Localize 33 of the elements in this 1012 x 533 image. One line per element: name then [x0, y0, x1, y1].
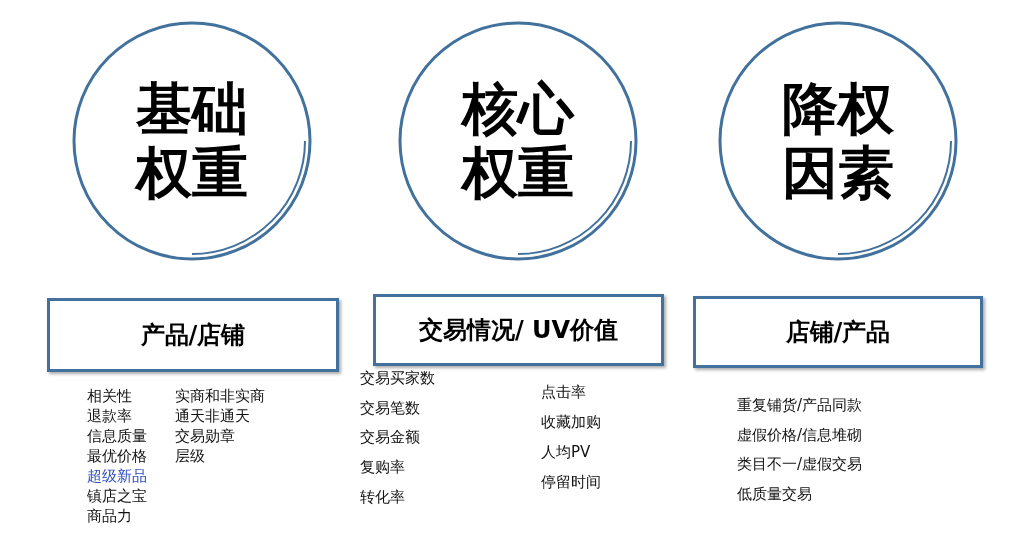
list-item: 停留时间 [541, 473, 601, 491]
heading-box [47, 298, 339, 372]
list-item: 通天非通天 [175, 407, 250, 425]
list-item: 类目不一/虚假交易 [737, 455, 863, 474]
heading-box [693, 296, 983, 368]
box-heading: 交易情况/ UV价值 [418, 315, 619, 346]
circle-title: 核心权重 [459, 76, 576, 206]
box-heading: 产品/店铺 [140, 320, 246, 351]
list-item: 交易笔数 [360, 398, 420, 417]
list-item: 信息质量 [87, 427, 147, 445]
list-item: 收藏加购 [541, 413, 601, 431]
list-item: 虚假价格/信息堆砌 [737, 425, 863, 444]
list-item: 重复铺货/产品同款 [737, 396, 863, 414]
list-item: 复购率 [360, 458, 405, 477]
list-item: 最优价格 [87, 447, 147, 465]
list-item: 低质量交易 [737, 485, 812, 504]
list-item: 人均PV [541, 443, 591, 461]
box-heading: 店铺/产品 [785, 317, 891, 348]
list-item: 转化率 [360, 487, 405, 506]
heading-box [373, 294, 664, 366]
list-item: 层级 [175, 447, 205, 465]
list-item: 超级新品 [87, 467, 147, 485]
list-item: 交易买家数 [360, 369, 435, 387]
list-item: 点击率 [541, 383, 586, 401]
circle-title: 降权因素 [781, 76, 895, 206]
list-item: 镇店之宝 [87, 487, 147, 505]
list-item: 退款率 [87, 407, 132, 425]
list-item: 实商和非实商 [175, 387, 265, 405]
circle-title: 基础权重 [133, 76, 249, 206]
list-item: 交易勋章 [175, 427, 235, 445]
list-item: 交易金额 [360, 428, 420, 447]
list-item: 相关性 [87, 387, 132, 405]
list-item: 商品力 [87, 507, 132, 525]
